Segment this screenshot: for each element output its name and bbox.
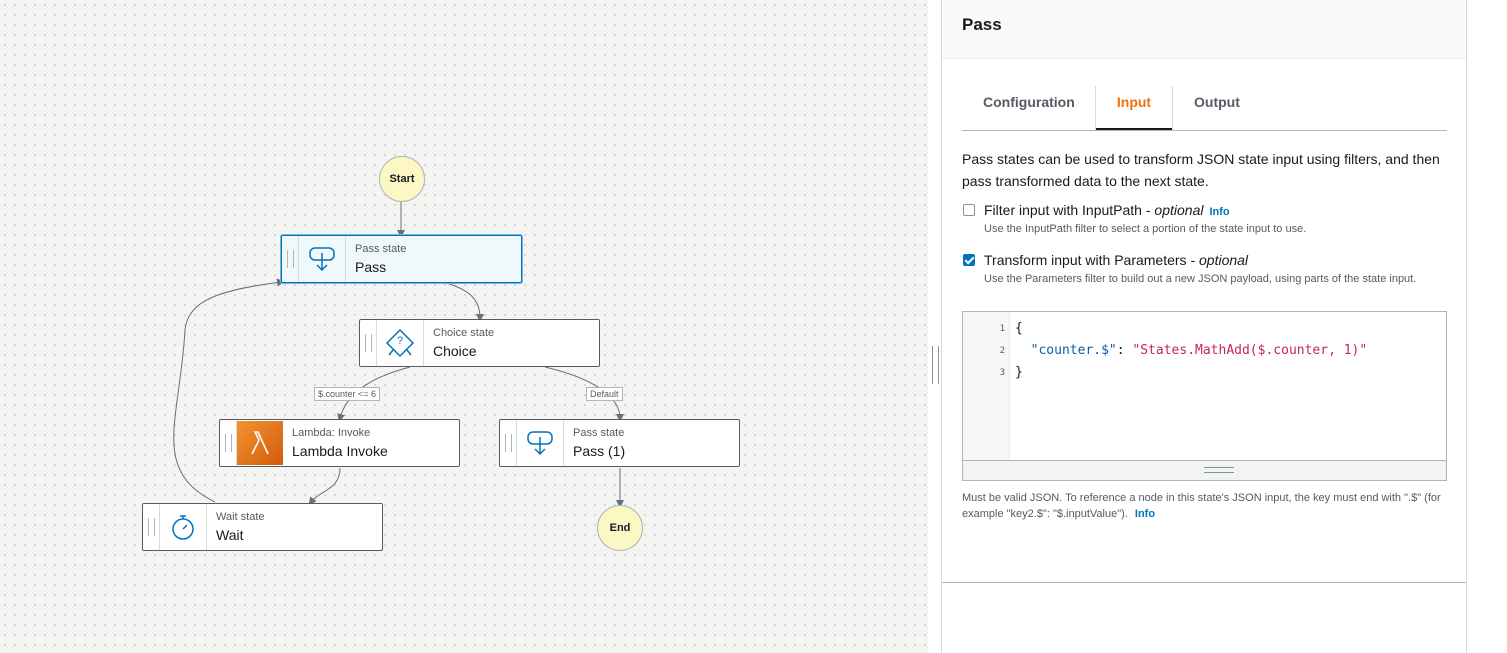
state-pass-1[interactable]: Pass state Pass (1) [499, 419, 740, 467]
info-link[interactable]: Info [1209, 206, 1230, 218]
tab-configuration[interactable]: Configuration [983, 94, 1075, 110]
state-type: Lambda: Invoke [292, 427, 371, 439]
inputpath-label: Filter input with InputPath - [984, 202, 1155, 218]
line-number-gutter: 1 2 3 [963, 312, 1010, 460]
splitter-handle[interactable] [932, 346, 939, 384]
choice-icon: ? [377, 320, 424, 366]
state-type: Pass state [573, 427, 625, 439]
edge-pass-choice [445, 282, 484, 322]
panel-header [942, 0, 1466, 59]
parameters-option-label: Transform input with Parameters - option… [984, 252, 1248, 268]
start-node[interactable]: Start [379, 156, 425, 202]
state-type: Pass state [355, 243, 407, 255]
pass-icon [517, 420, 564, 466]
parameters-checkbox[interactable] [963, 254, 975, 266]
drag-handle[interactable] [143, 504, 160, 550]
code-line-2: "counter.$": "States.MathAdd($.counter, … [1030, 343, 1368, 358]
lambda-icon [237, 421, 283, 465]
code-line: } [1015, 365, 1023, 380]
optional-text: optional [1199, 252, 1249, 268]
line-number: 2 [999, 346, 1005, 356]
json-value: "States.MathAdd($.counter, 1)" [1132, 343, 1368, 358]
state-name: Pass (1) [573, 443, 626, 459]
edge-lambda-wait [308, 467, 341, 506]
info-link[interactable]: Info [1134, 508, 1156, 520]
workflow-canvas[interactable]: Start Pass state Pass ? Choice state Cho… [0, 0, 928, 653]
inputpath-help: Use the InputPath filter to select a por… [984, 223, 1307, 235]
tab-input[interactable]: Input [1096, 86, 1172, 130]
panel-divider [942, 582, 1466, 583]
edge-label-choice-rule[interactable]: $.counter <= 6 [314, 387, 381, 401]
edge-wait-pass [173, 278, 285, 503]
svg-text:?: ? [397, 335, 403, 347]
state-name: Pass [355, 259, 387, 275]
start-label: Start [389, 173, 415, 185]
footnote-text: Must be valid JSON. To reference a node … [962, 492, 1441, 520]
panel-resize-splitter[interactable] [928, 0, 942, 653]
inputpath-checkbox[interactable] [963, 204, 975, 216]
state-description: Pass states can be used to transform JSO… [962, 151, 1440, 189]
state-type: Wait state [216, 511, 265, 523]
grip-icon [1204, 467, 1234, 473]
state-type: Choice state [433, 327, 495, 339]
parameters-help: Use the Parameters filter to build out a… [984, 273, 1417, 285]
state-lambda-invoke[interactable]: Lambda: Invoke Lambda Invoke [219, 419, 460, 467]
end-node[interactable]: End [597, 505, 643, 551]
parameters-label: Transform input with Parameters - [984, 252, 1199, 268]
json-footnote: Must be valid JSON. To reference a node … [962, 490, 1452, 522]
state-name: Wait [216, 527, 244, 543]
state-name: Lambda Invoke [292, 443, 388, 459]
line-number: 3 [999, 368, 1005, 378]
tab-separator [1172, 86, 1173, 130]
parameters-json-editor[interactable]: 1 2 3 { "counter.$": "States.MathAdd($.c… [962, 311, 1447, 481]
inspector-panel: Pass Configuration Input Output Pass sta… [942, 0, 1467, 653]
state-name: Choice [433, 343, 477, 359]
tab-separator [1095, 86, 1096, 130]
state-wait[interactable]: Wait state Wait [142, 503, 383, 551]
drag-handle[interactable] [220, 420, 237, 466]
panel-title: Pass [962, 15, 1002, 34]
drag-handle[interactable] [500, 420, 517, 466]
tab-output[interactable]: Output [1194, 94, 1240, 110]
json-key: "counter.$" [1030, 343, 1117, 358]
inputpath-option-label: Filter input with InputPath - optional In… [984, 202, 1230, 218]
end-label: End [609, 522, 631, 534]
edge-label-default[interactable]: Default [586, 387, 623, 401]
code-line: { [1015, 321, 1023, 336]
tab-bar: Configuration Input Output [962, 86, 1447, 131]
drag-handle[interactable] [360, 320, 377, 366]
drag-handle[interactable] [282, 236, 299, 282]
optional-text: optional [1154, 202, 1204, 218]
stopwatch-icon [160, 504, 207, 550]
line-number: 1 [999, 324, 1005, 334]
editor-resize-handle[interactable] [963, 460, 1446, 480]
pass-icon [299, 236, 346, 282]
state-pass[interactable]: Pass state Pass [281, 235, 522, 283]
state-choice[interactable]: ? Choice state Choice [359, 319, 600, 367]
